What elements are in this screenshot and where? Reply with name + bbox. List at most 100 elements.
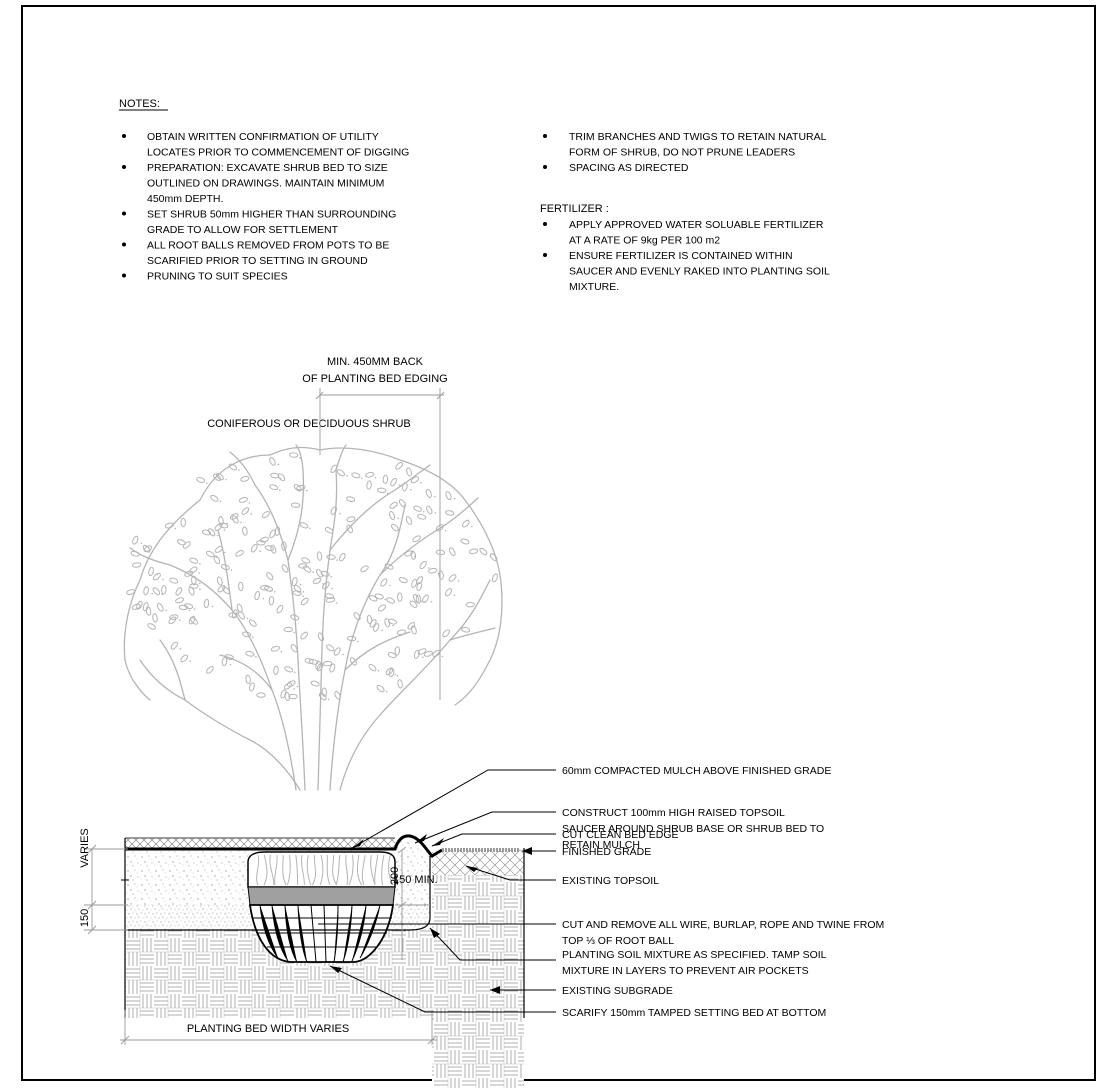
leaf-speck: [377, 669, 380, 672]
root-ball: [247, 851, 396, 963]
root: [361, 854, 366, 886]
bed-width-dimension: [120, 1010, 437, 1045]
leaf: [448, 574, 457, 582]
root: [356, 854, 362, 886]
leaf: [147, 623, 156, 630]
leaf: [241, 507, 250, 515]
root: [319, 854, 324, 886]
leaf: [268, 596, 275, 606]
leaf: [180, 654, 189, 663]
leaf: [410, 476, 420, 484]
leaf: [156, 602, 164, 612]
leaf: [152, 572, 161, 581]
root: [282, 854, 287, 886]
leaf: [412, 535, 421, 543]
leaf: [215, 472, 224, 481]
leaf: [322, 581, 330, 590]
leaf: [417, 648, 427, 655]
leaf: [277, 473, 286, 482]
callout-label: MIXTURE IN LAYERS TO PREVENT AIR POCKETS: [562, 965, 809, 977]
leaf: [256, 692, 266, 698]
leaf: [169, 614, 179, 620]
leaf: [330, 464, 338, 473]
leaf-speck: [453, 594, 456, 596]
callout-label: FINISHED GRADE: [562, 846, 651, 858]
leaf: [276, 604, 284, 614]
fertilizer-item-line: SAUCER AND EVENLY RAKED INTO PLANTING SO…: [569, 266, 830, 278]
leaf: [322, 660, 333, 667]
leaf: [183, 603, 194, 609]
leaf: [419, 560, 427, 570]
leaf-speck: [165, 609, 168, 612]
left-dimensions: [84, 844, 128, 935]
leaf-speck: [211, 534, 214, 537]
leaf: [289, 452, 299, 458]
callout-label: PLANTING SOIL MIXTURE AS SPECIFIED. TAMP…: [562, 949, 827, 961]
note-left-item-line: LOCATES PRIOR TO COMMENCEMENT OF DIGGING: [147, 147, 409, 159]
note-left-item-line: PRUNING TO SUIT SPECIES: [147, 271, 288, 283]
leaf: [270, 472, 280, 479]
leaf: [412, 593, 420, 603]
leaf: [161, 585, 167, 595]
leaf: [489, 553, 498, 562]
root: [274, 854, 278, 886]
leaf: [180, 517, 186, 528]
note-right-item-bullet: [543, 134, 547, 138]
leaf: [189, 566, 198, 574]
leaf: [203, 598, 210, 609]
leaf-speck: [299, 457, 301, 459]
leaf: [238, 611, 245, 620]
leaf: [290, 643, 298, 653]
root: [311, 854, 317, 886]
leaf-speck: [279, 489, 281, 492]
leaf-speck: [250, 513, 253, 515]
leaf-speck: [420, 482, 422, 484]
leaf-speck: [374, 477, 377, 479]
leaf-speck: [441, 655, 444, 658]
leaf: [461, 519, 470, 528]
leaf: [290, 614, 300, 621]
leaf: [220, 564, 230, 571]
callout-label: EXISTING SUBGRADE: [562, 985, 673, 997]
leaf: [238, 496, 248, 503]
leaf: [299, 522, 309, 529]
leaf: [296, 484, 306, 491]
leaf: [291, 576, 298, 587]
leaf: [374, 593, 384, 600]
leaf: [413, 649, 420, 659]
note-left-item-bullet: [122, 242, 126, 247]
leaf-speck: [279, 477, 282, 480]
leaf: [442, 629, 450, 638]
leaf: [368, 663, 377, 672]
leaf: [468, 548, 479, 555]
leaf: [254, 590, 261, 601]
leaf: [368, 595, 378, 602]
leaf-speck: [293, 671, 296, 674]
leaf-speck: [330, 576, 333, 578]
leaf: [330, 506, 338, 515]
dim-150-min-label: 150 MIN.: [393, 874, 438, 886]
leaf-speck: [457, 580, 460, 582]
root: [345, 854, 349, 886]
note-left-item-bullet: [122, 134, 126, 138]
leaf: [360, 565, 369, 573]
leaf: [347, 635, 357, 642]
note-left-item-line: SET SHRUB 50mm HIGHER THAN SURROUNDING: [147, 209, 396, 221]
leaf: [240, 475, 250, 482]
leaf-speck: [259, 550, 262, 552]
root: [374, 854, 379, 886]
leaf: [409, 600, 418, 608]
leaf: [373, 623, 380, 632]
leaf: [479, 547, 488, 556]
leaf: [349, 657, 357, 666]
leaf: [320, 570, 330, 577]
leaf-speck: [421, 600, 423, 603]
leaf: [413, 505, 423, 512]
leaf: [235, 549, 244, 557]
leaf: [264, 545, 274, 551]
root: [263, 854, 268, 886]
leaf: [231, 609, 238, 619]
leaf-speck: [346, 475, 348, 477]
leaf: [283, 626, 293, 633]
leaf: [136, 600, 143, 610]
